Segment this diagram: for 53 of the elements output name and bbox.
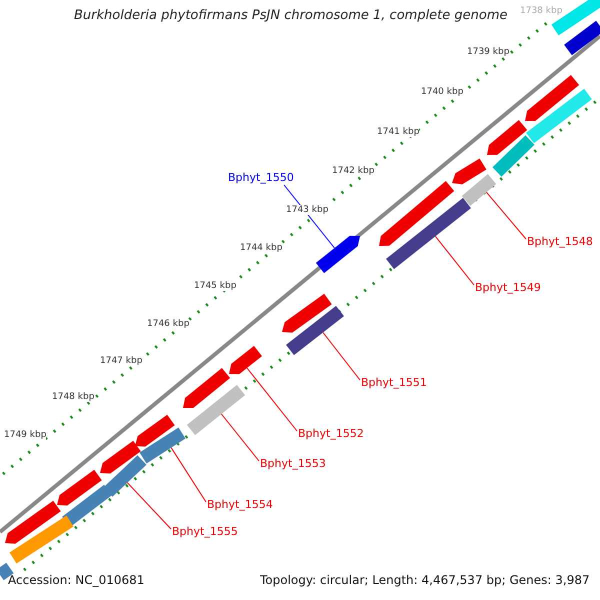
leader-line	[486, 192, 526, 240]
gene-feature	[183, 368, 230, 408]
gene-feature	[135, 414, 175, 447]
tick-label: 1748 kbp	[52, 392, 94, 402]
tick-label: 1743 kbp	[286, 205, 328, 216]
gene-label: Bphyt_1549	[475, 282, 541, 295]
tick-label: 1745 kbp	[194, 281, 236, 292]
gene-feature	[525, 75, 580, 121]
gene-feature	[386, 198, 471, 270]
gene-feature	[57, 470, 102, 506]
gene-label: Bphyt_1548	[527, 236, 593, 249]
leader-line	[220, 414, 260, 462]
gene-feature	[492, 135, 534, 177]
tick-label: 1742 kbp	[332, 166, 374, 176]
gene-feature	[286, 306, 344, 356]
gene-feature	[564, 20, 600, 56]
tick-label: 1741 kbp	[377, 127, 420, 138]
leader-line	[170, 447, 206, 502]
gene-feature	[462, 174, 496, 206]
gene-feature	[452, 158, 486, 184]
footer-text: Topology: circular; Length: 4,467,537 bp; Genes: 3,987	[260, 574, 590, 588]
gene-feature	[487, 120, 528, 155]
gene-label: Bphyt_1555	[172, 526, 238, 539]
gene-label: Bphyt_1553	[260, 458, 326, 471]
tick-label: 1740 kbp	[421, 87, 464, 98]
footer-text: Accession: NC_010681	[8, 574, 144, 588]
leader-line	[126, 482, 172, 530]
gene-label: Bphyt_1554	[207, 499, 273, 512]
tick-label: 1738 kbp	[520, 6, 562, 16]
gene-label: Bphyt_1551	[361, 377, 427, 390]
gene-feature	[10, 516, 74, 564]
gene-feature	[379, 181, 454, 246]
tick-label: 1749 kbp	[4, 430, 46, 440]
gene-feature	[140, 428, 186, 464]
gene-feature	[282, 294, 332, 333]
gene-feature	[104, 455, 146, 497]
gene-feature	[316, 236, 360, 274]
gene-feature	[5, 500, 61, 544]
gene-feature	[100, 440, 141, 474]
tick-label: 1747 kbp	[100, 356, 142, 366]
gene-label: Bphyt_1550	[228, 172, 294, 185]
gene-feature	[229, 346, 262, 374]
gene-feature	[62, 484, 112, 528]
tick-label: 1744 kbp	[240, 243, 282, 254]
leader-line	[434, 236, 474, 286]
gene-feature	[186, 384, 246, 436]
tick-label: 1739 kbp	[467, 47, 510, 58]
title: Burkholderia phytofirmans PsJN chromosome 1, complete genome	[74, 9, 508, 24]
tick-label: 1746 kbp	[147, 319, 190, 330]
gene-feature	[526, 88, 592, 144]
leader-line	[246, 368, 298, 432]
gene-label: Bphyt_1552	[298, 428, 364, 441]
leader-line	[322, 332, 360, 380]
